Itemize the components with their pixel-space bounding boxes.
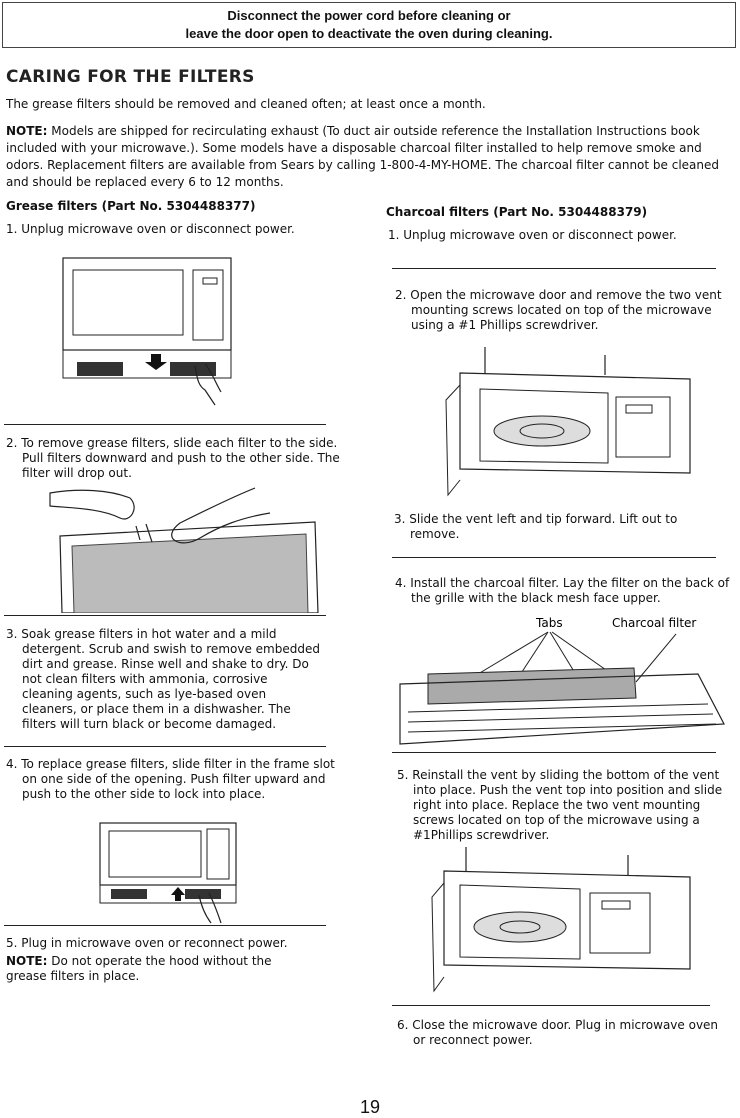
grease-note-text: Do not operate the hood without the grea… <box>6 954 272 983</box>
intro-text: The grease filters should be removed and… <box>6 97 486 111</box>
charcoal-step-1: 1. Unplug microwave oven or disconnect p… <box>388 228 677 242</box>
divider <box>4 925 326 926</box>
grease-note: NOTE: Do not operate the hood without th… <box>6 954 306 984</box>
grease-step-1: 1. Unplug microwave oven or disconnect p… <box>6 222 295 236</box>
grease-note-label: NOTE: <box>6 954 48 968</box>
note-paragraph: NOTE: Models are shipped for recirculati… <box>6 123 731 191</box>
divider <box>4 424 326 425</box>
label-charcoal-filter: Charcoal filter <box>612 616 696 630</box>
grease-step-2: 2. To remove grease filters, slide each … <box>6 436 340 480</box>
divider <box>392 752 716 753</box>
grease-heading: Grease filters (Part No. 5304488377) <box>6 199 256 213</box>
divider <box>4 615 326 616</box>
grease-step-4: 4. To replace grease filters, slide filt… <box>6 757 335 801</box>
charcoal-step-5: 5. Reinstall the vent by sliding the bot… <box>397 768 723 842</box>
charcoal-step-3: 3. Slide the vent left and tip forward. … <box>394 512 678 541</box>
divider <box>392 268 716 269</box>
note-text: Models are shipped for recirculating exh… <box>6 124 720 189</box>
charcoal-step-2: 2. Open the microwave door and remove th… <box>395 288 722 332</box>
charcoal-heading: Charcoal filters (Part No. 5304488379) <box>386 205 648 219</box>
section-title: CARING FOR THE FILTERS <box>6 67 255 87</box>
replace-filter-illustration <box>99 822 237 924</box>
charcoal-filter-install-illustration: Tabs Charcoal filter <box>399 616 725 745</box>
charcoal-step-4: 4. Install the charcoal filter. Lay the … <box>395 576 730 605</box>
warning-banner: Disconnect the power cord before cleanin… <box>2 2 736 48</box>
divider <box>392 557 716 558</box>
divider <box>392 1005 710 1006</box>
microwave-front-illustration <box>62 257 232 406</box>
label-tabs: Tabs <box>535 616 563 630</box>
grease-step-3: 3. Soak grease filters in hot water and … <box>6 627 320 731</box>
microwave-open-screws-illustration <box>445 347 691 497</box>
note-label: NOTE: <box>6 124 48 138</box>
microwave-reinstall-illustration <box>431 847 691 993</box>
charcoal-step-6: 6. Close the microwave door. Plug in mic… <box>397 1018 719 1047</box>
grease-step-5: 5. Plug in microwave oven or reconnect p… <box>6 936 288 950</box>
divider <box>4 746 326 747</box>
page-number: 19 <box>359 1097 381 1117</box>
remove-filter-illustration <box>49 487 319 613</box>
warning-line-2: leave the door open to deactivate the ov… <box>185 26 553 41</box>
warning-line-1: Disconnect the power cord before cleanin… <box>227 8 511 23</box>
